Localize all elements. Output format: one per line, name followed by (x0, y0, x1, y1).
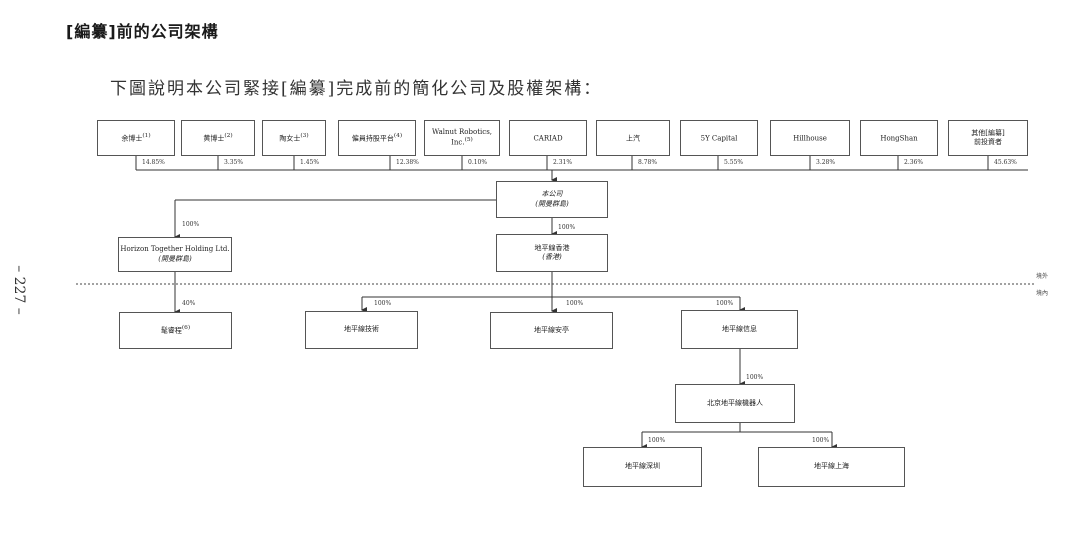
lucheng-box: 髦睿程(6) (119, 312, 232, 349)
shareholder-name: 僱員持股平台(4) (351, 132, 403, 142)
horizon-hk-box: 地平線香港 (香港) (496, 234, 608, 272)
horizon-shenzhen-box: 地平線深圳 (583, 447, 702, 487)
ownership-pct: 100% (812, 437, 830, 444)
shareholder-name: Walnut Robotics, Inc.(5) (431, 127, 493, 147)
shareholder-box: 上汽 (596, 120, 670, 156)
horizon-tech-box: 地平線技術 (305, 311, 418, 349)
ownership-pct: 1.45% (300, 159, 320, 166)
horizon-together-name: Horizon Together Holding Ltd. (120, 245, 230, 254)
ownership-pct: 3.28% (816, 159, 836, 166)
shareholder-name: 其他[編纂] (971, 128, 1005, 137)
ownership-pct: 0.10% (468, 159, 488, 166)
horizon-tech-name: 地平線技術 (344, 325, 379, 334)
shareholder-box: 其他[編纂] 前投資者 (948, 120, 1028, 156)
horizon-hk-jurisdiction: (香港) (542, 253, 562, 261)
shareholder-box: HongShan (860, 120, 938, 156)
shareholder-box: 陶女士(3) (262, 120, 326, 156)
ownership-pct: 100% (558, 224, 576, 231)
ownership-pct: 100% (716, 300, 734, 307)
horizon-info-name: 地平線信息 (722, 324, 757, 333)
shareholder-box: 僱員持股平台(4) (338, 120, 416, 156)
shareholder-name: 上汽 (626, 133, 640, 142)
horizon-together-jurisdiction: (開曼群島) (158, 254, 192, 263)
horizon-shanghai-name: 地平線上海 (814, 462, 849, 471)
ownership-pct: 5.55% (724, 159, 744, 166)
shareholder-name: Hillhouse (793, 133, 827, 142)
ownership-pct: 45.63% (994, 159, 1017, 166)
company-box: 本公司 (開曼群島) (496, 181, 608, 218)
ownership-pct: 8.78% (638, 159, 658, 166)
onshore-label: 境內 (1036, 290, 1049, 297)
horizon-anting-box: 地平線安亭 (490, 312, 613, 349)
ownership-pct: 100% (746, 374, 764, 381)
ownership-pct: 3.35% (224, 159, 244, 166)
ownership-pct: 40% (182, 300, 196, 307)
horizon-together-box: Horizon Together Holding Ltd. (開曼群島) (118, 237, 232, 272)
shareholder-name: HongShan (880, 133, 918, 142)
shareholder-box: Hillhouse (770, 120, 850, 156)
shareholder-box: 黄博士(2) (181, 120, 255, 156)
horizon-anting-name: 地平線安亭 (534, 325, 569, 334)
shareholder-box: CARIAD (509, 120, 587, 156)
company-jurisdiction: (開曼群島) (535, 199, 569, 208)
ownership-pct: 2.31% (553, 159, 573, 166)
ownership-pct: 12.38% (396, 159, 419, 166)
beijing-horizon-robotics-box: 北京地平線機器人 (675, 384, 795, 423)
shareholder-name: CARIAD (533, 133, 563, 142)
company-name: 本公司 (541, 190, 563, 199)
shareholder-box: 余博士(1) (97, 120, 175, 156)
horizon-shanghai-box: 地平線上海 (758, 447, 905, 487)
shareholder-name: 余博士(1) (121, 132, 151, 142)
ownership-pct: 100% (182, 221, 200, 228)
offshore-label: 境外 (1036, 273, 1049, 280)
horizon-shenzhen-name: 地平線深圳 (625, 462, 660, 471)
section-title: [編纂]前的公司架構 (66, 22, 219, 41)
shareholder-box: 5Y Capital (680, 120, 758, 156)
lucheng-name: 髦睿程(6) (160, 325, 191, 335)
ownership-pct: 2.36% (904, 159, 924, 166)
shareholder-name: 5Y Capital (700, 133, 738, 142)
ownership-pct: 100% (374, 300, 392, 307)
shareholder-name: 黄博士(2) (203, 132, 233, 142)
ownership-pct: 14.85% (142, 159, 165, 166)
shareholder-box: Walnut Robotics, Inc.(5) (424, 120, 500, 156)
ownership-pct: 100% (566, 300, 584, 307)
beijing-horizon-robotics-name: 北京地平線機器人 (707, 398, 763, 407)
intro-text: 下圖說明本公司緊接[編纂]完成前的簡化公司及股權架構： (110, 79, 603, 99)
ownership-pct: 100% (648, 437, 666, 444)
shareholder-name: 陶女士(3) (279, 132, 309, 142)
horizon-hk-name: 地平線香港 (534, 243, 570, 252)
horizon-info-box: 地平線信息 (681, 310, 798, 349)
shareholder-name-line2: 前投資者 (974, 138, 1002, 146)
